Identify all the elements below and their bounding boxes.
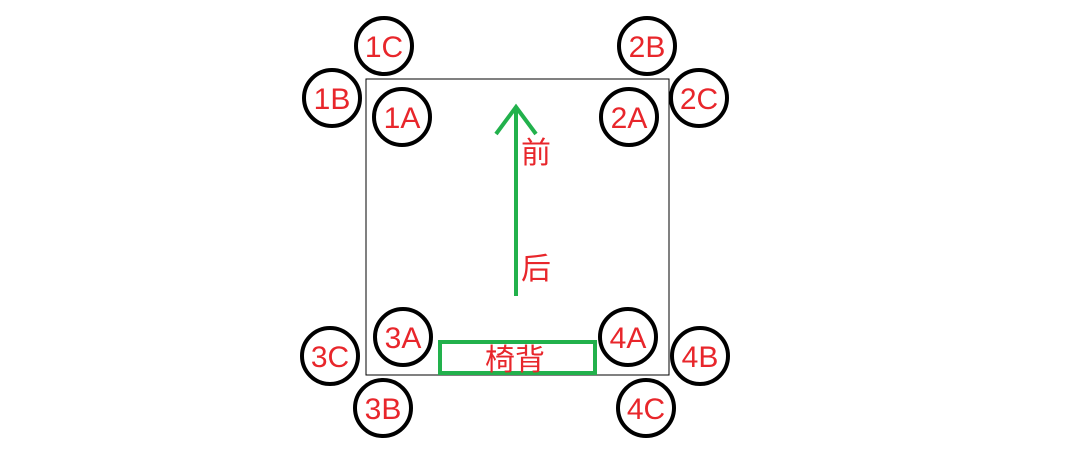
seat-circle-3C: 3C xyxy=(300,326,360,386)
seat-circle-4B: 4B xyxy=(670,326,730,386)
seat-circle-1A: 1A xyxy=(372,87,432,147)
front-label: 前 xyxy=(521,137,551,170)
seat-label-1B: 1B xyxy=(314,83,351,116)
backrest-rect xyxy=(438,340,597,375)
seat-label-1A: 1A xyxy=(384,102,421,135)
seat-circle-2C: 2C xyxy=(669,68,729,128)
backrest-label: 椅背 xyxy=(485,344,545,377)
seat-label-3C: 3C xyxy=(311,341,349,374)
seat-label-3A: 3A xyxy=(385,322,422,355)
seat-label-1C: 1C xyxy=(365,31,403,64)
seat-circle-2B: 2B xyxy=(617,16,677,76)
seat-label-2A: 2A xyxy=(611,102,648,135)
seat-label-2B: 2B xyxy=(629,31,666,64)
seat-label-4C: 4C xyxy=(627,393,665,426)
seat-label-4B: 4B xyxy=(682,341,719,374)
seat-circle-3B: 3B xyxy=(353,378,413,438)
seat-circle-2A: 2A xyxy=(599,87,659,147)
seat-circle-4A: 4A xyxy=(598,307,658,367)
arrow-head xyxy=(494,103,538,136)
seat-circle-1C: 1C xyxy=(354,16,414,76)
seat-label-2C: 2C xyxy=(680,83,718,116)
seat-circle-3A: 3A xyxy=(373,307,433,367)
seat-circle-4C: 4C xyxy=(616,378,676,438)
seat-label-4A: 4A xyxy=(610,322,647,355)
back-label: 后 xyxy=(521,253,551,286)
seat-circle-1B: 1B xyxy=(302,68,362,128)
seat-label-3B: 3B xyxy=(365,393,402,426)
direction-arrow xyxy=(494,103,538,296)
